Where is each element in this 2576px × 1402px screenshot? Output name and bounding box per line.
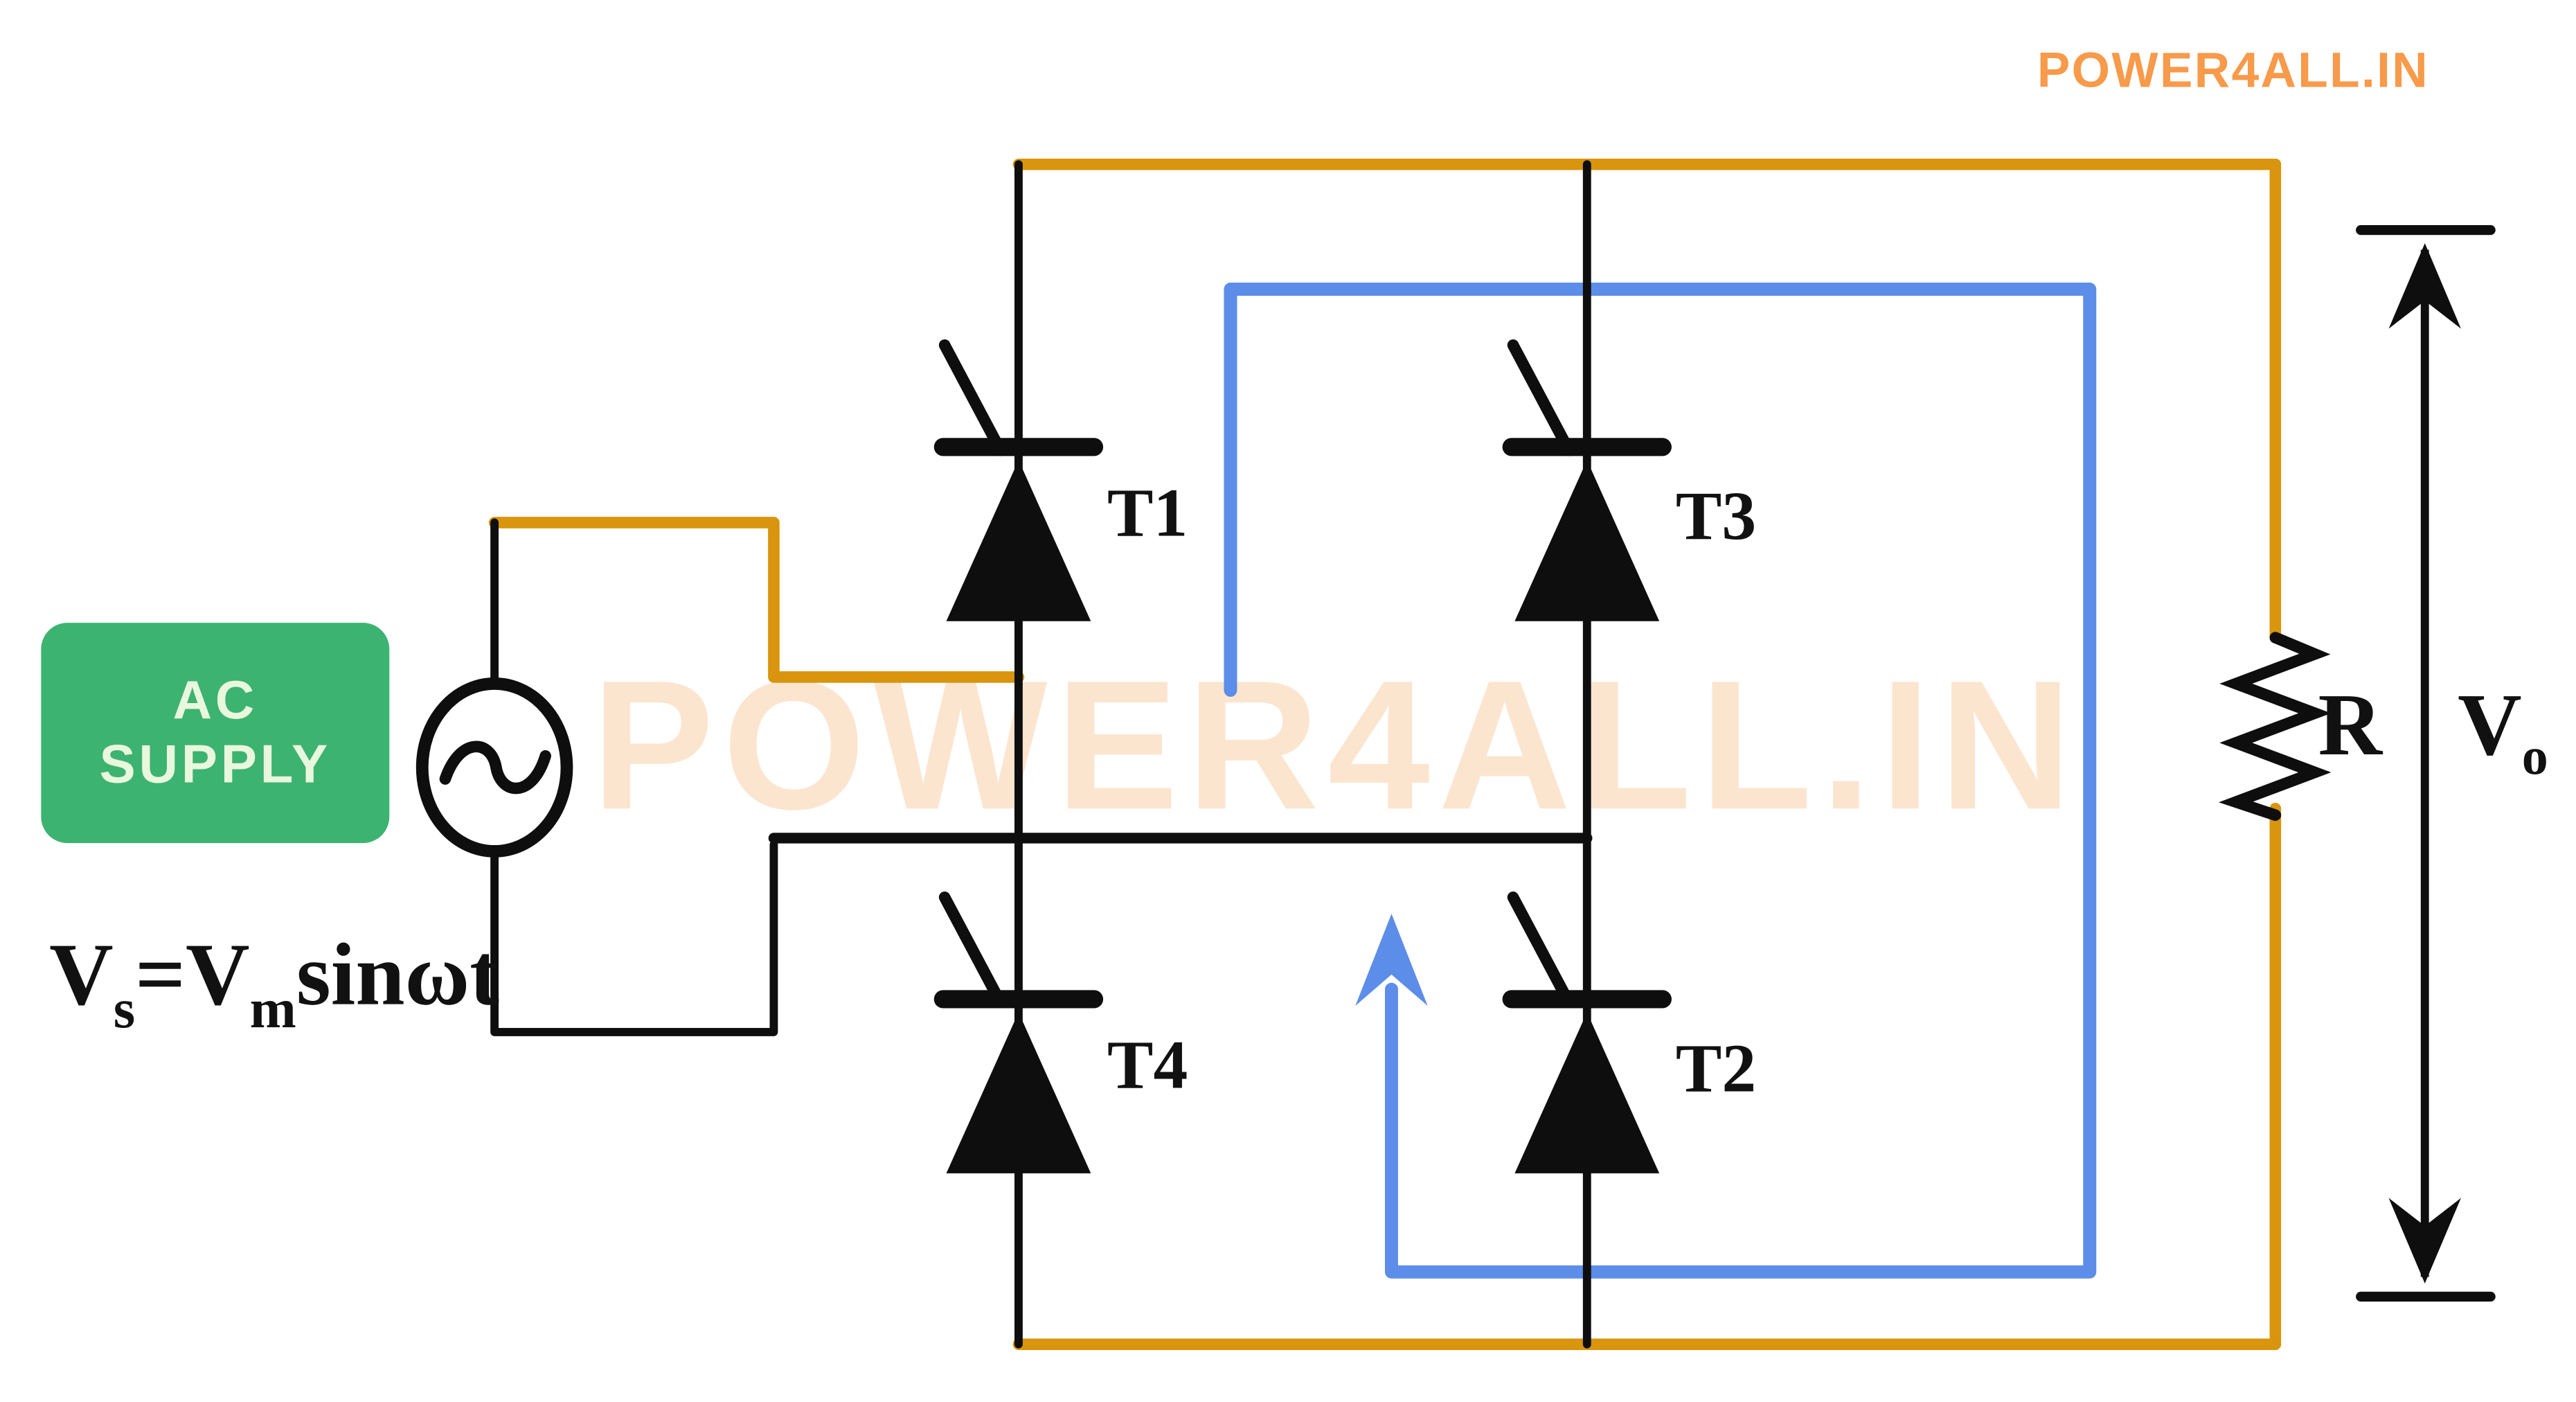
double-headed-arrow-icon [2356, 225, 2496, 1302]
resistor-label: R [2318, 675, 2383, 774]
equation-lhs: V [49, 925, 114, 1024]
output-voltage-subscript: o [2521, 726, 2548, 786]
orange-wires [488, 158, 2282, 1350]
anode-triangle [946, 460, 1091, 621]
zigzag-resistor-icon [2219, 632, 2332, 822]
watermark-text: POWER4ALL.IN [591, 642, 2081, 849]
equation-equals: = [135, 925, 186, 1024]
supply-voltage-equation: Vs=Vmsinωt [49, 930, 499, 1039]
equation-rhs-subscript: m [249, 979, 296, 1040]
equation-rhs: V [186, 925, 250, 1024]
conduction-arrowhead-icon [1355, 914, 1428, 1006]
ac-supply-label-line1: AC [172, 668, 258, 730]
sine-glyph [439, 740, 551, 795]
equation-lhs-subscript: s [113, 979, 136, 1040]
current-loop-arrow-icon [1224, 283, 2097, 1279]
vo-up-arrowhead-icon [2388, 243, 2461, 329]
sine-wave-source-icon [415, 677, 573, 858]
gate-lead [938, 891, 1007, 1009]
scr-thyristor-icon-T4 [933, 891, 1104, 1173]
site-logo: POWER4ALL.IN [2037, 44, 2430, 99]
output-voltage-main: V [2458, 675, 2522, 774]
ac-supply-badge: AC SUPPLY [41, 623, 390, 844]
anode-triangle [1514, 460, 1660, 621]
thyristor-label-T2: T2 [1675, 1031, 1757, 1108]
thyristor-label-T1: T1 [1107, 477, 1188, 553]
scr-thyristor-icon-T1 [933, 339, 1104, 621]
source-bottom-lead-wire [490, 837, 778, 1036]
ac-supply-label-line2: SUPPLY [99, 733, 332, 794]
conduction-path-line [1224, 283, 2097, 1279]
gate-lead [1507, 339, 1575, 456]
equation-function: sinωt [296, 925, 499, 1024]
scr-thyristor-icon-T2 [1502, 891, 1672, 1173]
scr-thyristor-icon-T3 [1502, 339, 1672, 621]
anode-triangle [946, 1012, 1091, 1173]
vo-down-arrowhead-icon [2388, 1198, 2461, 1284]
thyristor-label-T4: T4 [1107, 1029, 1188, 1105]
output-voltage-label: Vo [2458, 680, 2548, 782]
thyristor-label-T3: T3 [1675, 479, 1757, 556]
gate-lead [938, 339, 1007, 456]
gate-lead [1507, 891, 1575, 1009]
supply-to-bridge-wire [488, 517, 1025, 683]
anode-triangle [1514, 1012, 1660, 1173]
